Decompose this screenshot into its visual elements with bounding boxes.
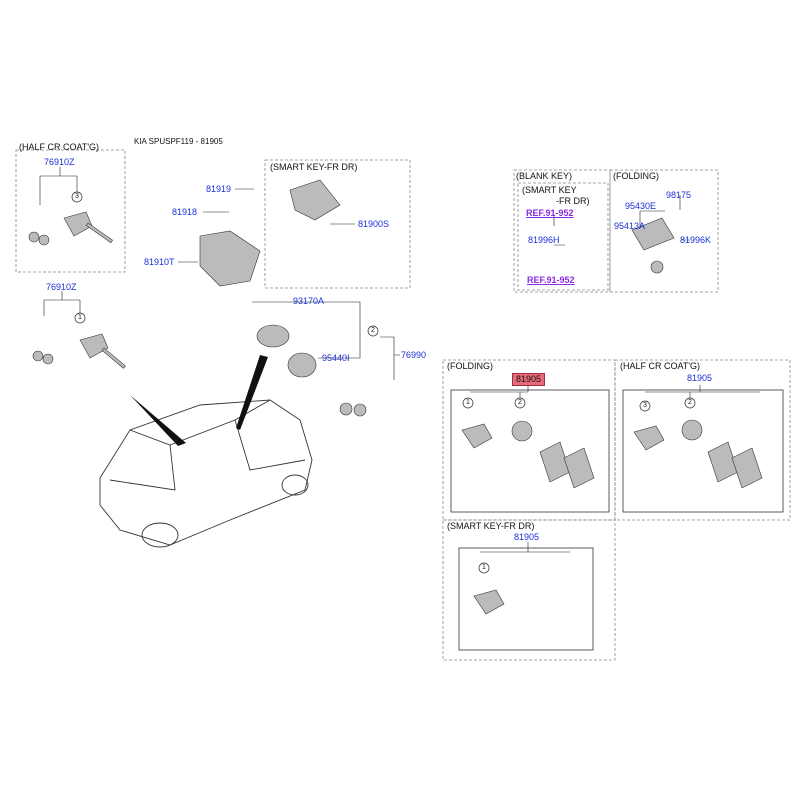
part-95430e[interactable]: 95430E xyxy=(625,201,657,211)
callout-2: 2 xyxy=(371,327,375,334)
box-label-folding-bottom: (FOLDING) xyxy=(447,361,493,371)
box-label-smart-key-sub-2: -FR DR) xyxy=(556,196,590,206)
part-81919[interactable]: 81919 xyxy=(206,184,232,194)
part-81900s[interactable]: 81900S xyxy=(358,219,390,229)
callout-1: 1 xyxy=(78,314,82,321)
part-76990[interactable]: 76990 xyxy=(401,350,427,360)
box-label-half-cr-coatg-right: (HALF CR COAT'G) xyxy=(620,361,701,371)
box-label-folding-top: (FOLDING) xyxy=(613,171,659,181)
box-label-half-cr-coatg-left: (HALF CR COAT'G) xyxy=(19,142,100,152)
callout-3: 3 xyxy=(75,193,79,200)
page-title: KIA SPUSPF119 - 81905 xyxy=(134,137,223,146)
part-81996k[interactable]: 81996K xyxy=(680,235,712,245)
callout-2: 2 xyxy=(688,399,692,406)
callout-2: 2 xyxy=(518,399,522,406)
ref-91-952-b[interactable]: REF.91-952 xyxy=(527,275,575,285)
ref-91-952-a[interactable]: REF.91-952 xyxy=(526,208,574,218)
part-81910t[interactable]: 81910T xyxy=(144,257,175,267)
part-76910z-a[interactable]: 76910Z xyxy=(44,157,75,167)
part-81996h[interactable]: 81996H xyxy=(528,235,560,245)
part-98175[interactable]: 98175 xyxy=(666,190,692,200)
part-81905-c[interactable]: 81905 xyxy=(514,532,540,542)
box-label-blank-key: (BLANK KEY) xyxy=(516,171,573,181)
callout-1: 1 xyxy=(466,399,470,406)
callout-1: 1 xyxy=(482,564,486,571)
box-label-smart-key-fr-dr-bottom: (SMART KEY-FR DR) xyxy=(447,521,535,531)
callout-3: 3 xyxy=(643,402,647,409)
box-label-smart-key-sub-1: (SMART KEY xyxy=(522,185,577,195)
part-95413a[interactable]: 95413A xyxy=(614,221,646,231)
box-label-smart-key-fr-dr-top: (SMART KEY-FR DR) xyxy=(270,162,358,172)
part-81905-highlighted[interactable]: 81905 xyxy=(512,373,546,386)
part-93170a[interactable]: 93170A xyxy=(293,296,325,306)
part-81918[interactable]: 81918 xyxy=(172,207,198,217)
part-95440i[interactable]: 95440I xyxy=(322,353,350,363)
part-81905-b[interactable]: 81905 xyxy=(687,373,713,383)
part-76910z-b[interactable]: 76910Z xyxy=(46,282,77,292)
